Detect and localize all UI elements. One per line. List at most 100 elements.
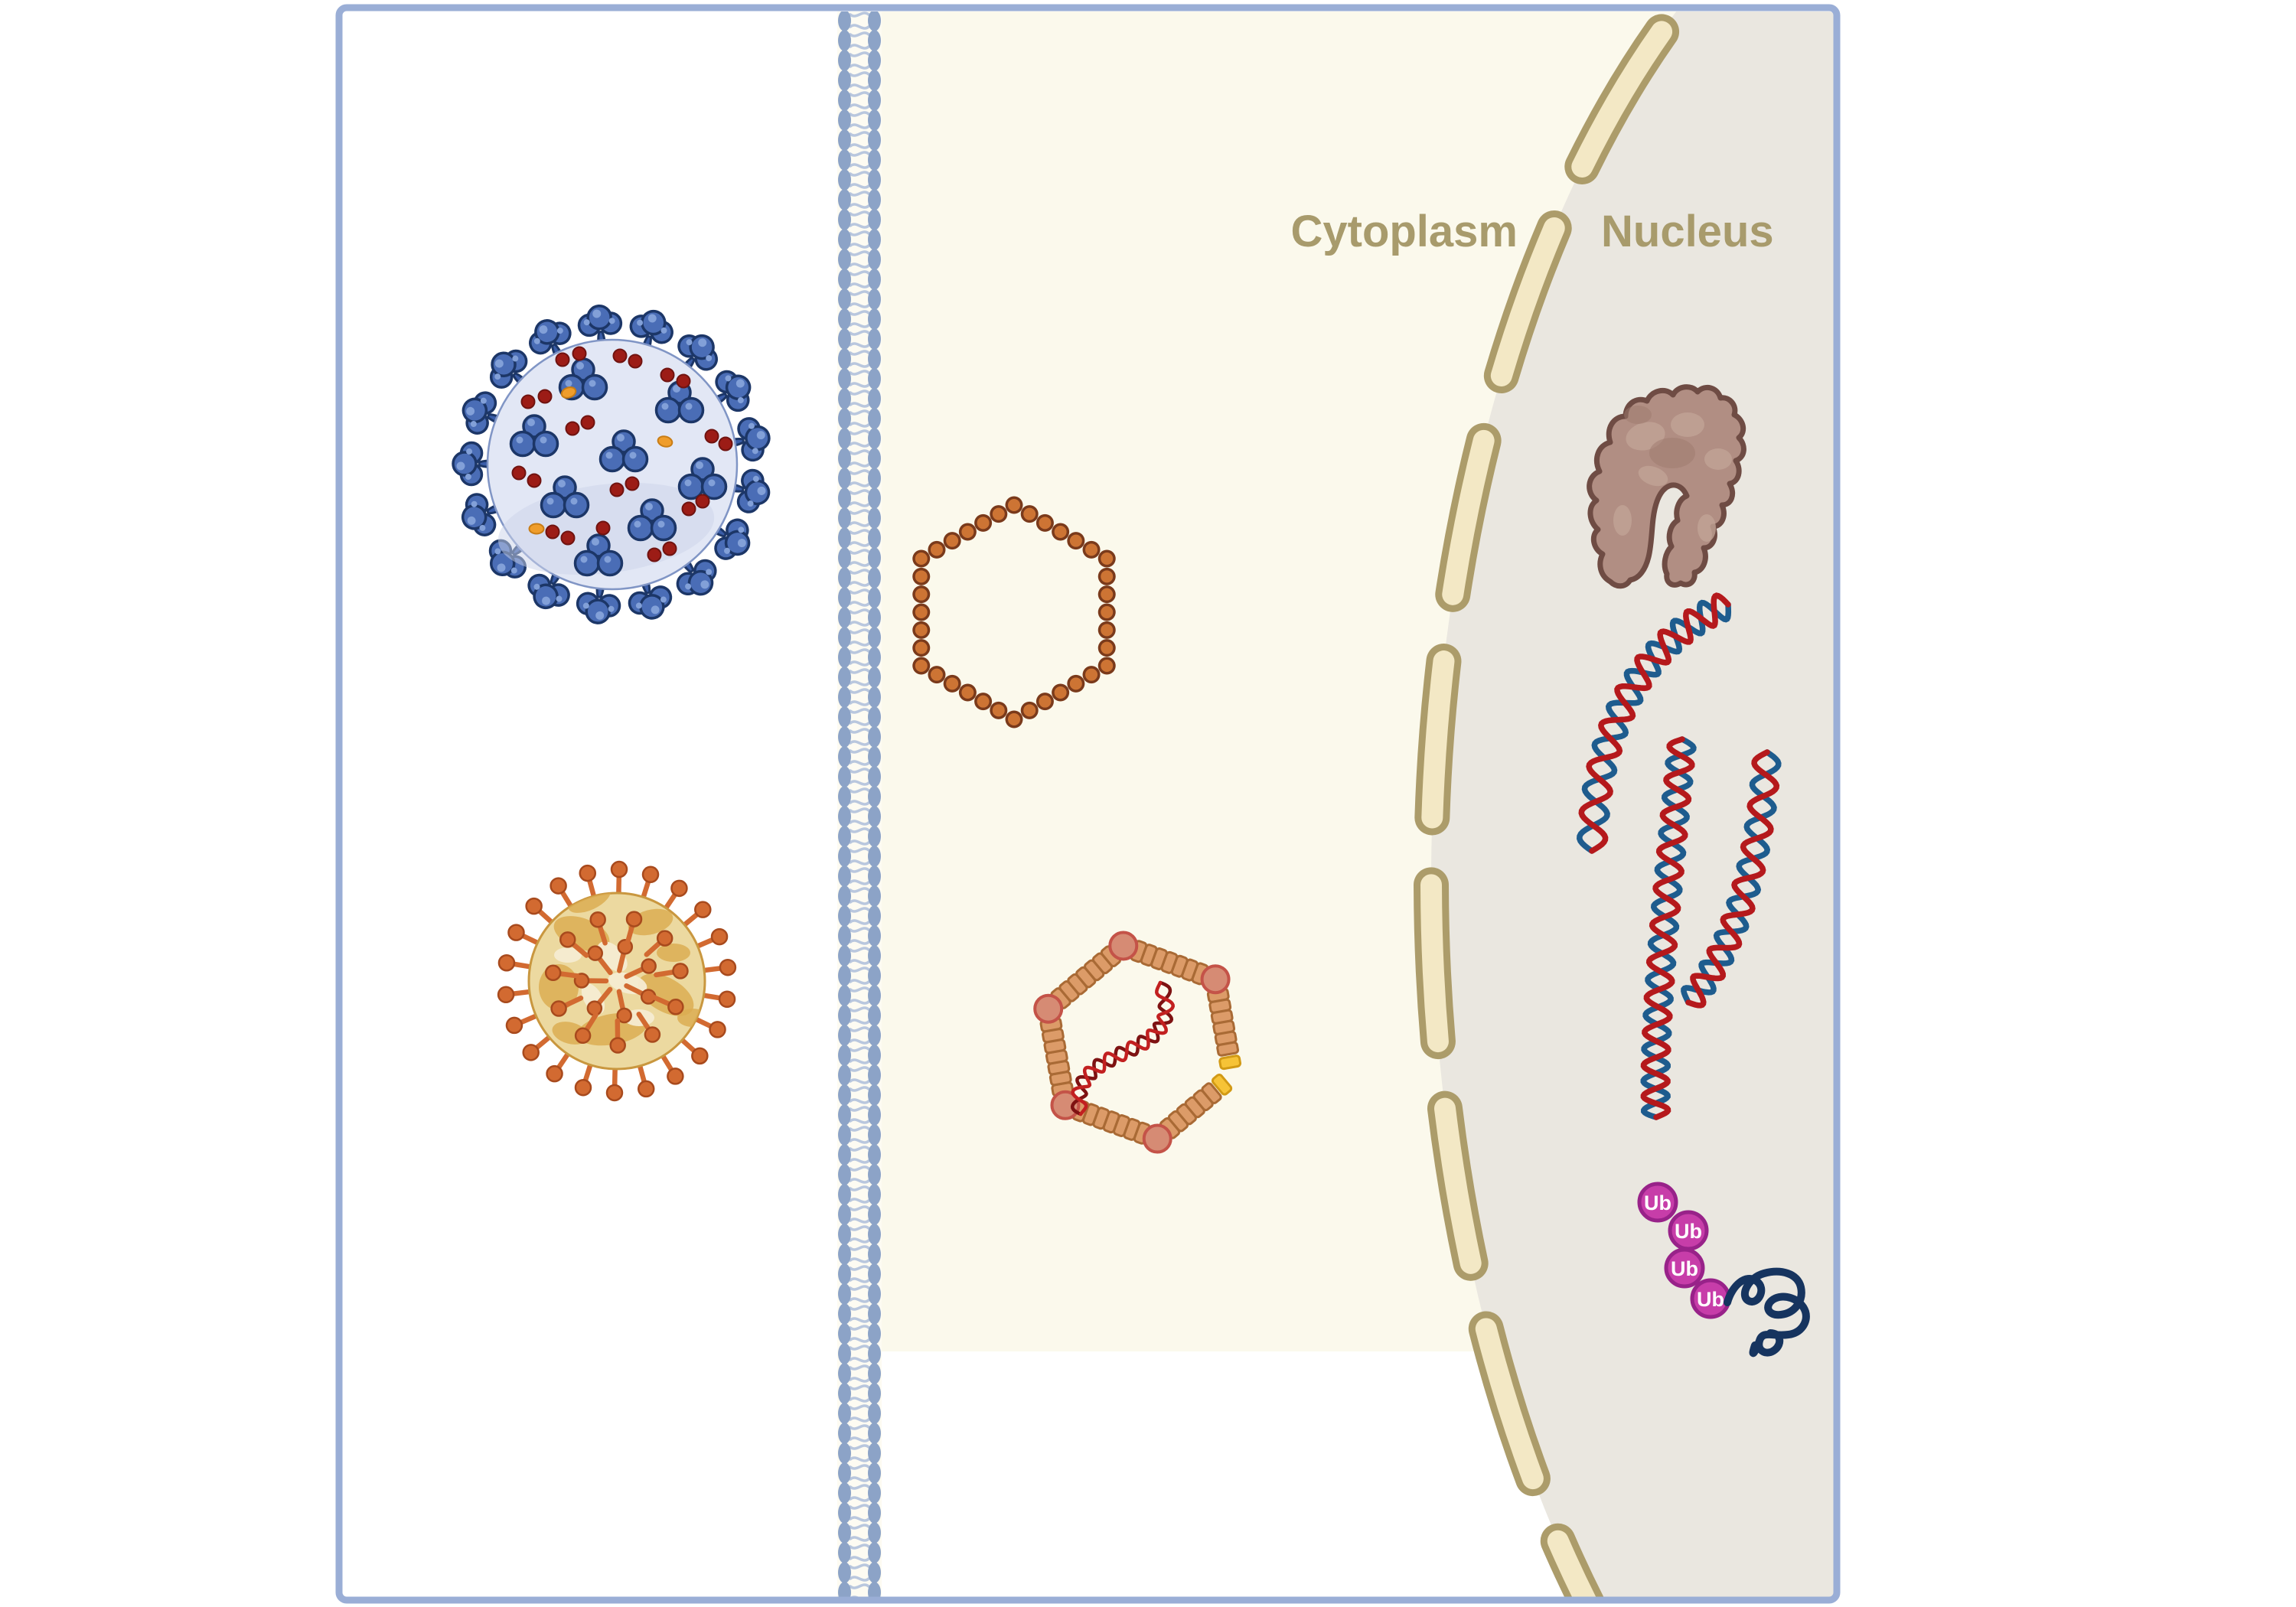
spike-protein-icon (629, 309, 673, 358)
nuclear-envelope-dashes-icon (1414, 11, 1834, 1597)
unfolded-protein-squiggle-icon (1724, 1267, 1810, 1358)
capsid-bead (974, 513, 993, 532)
envelope-protein-dot (572, 346, 587, 361)
nuclear-envelope-fill (1420, 11, 1834, 1597)
envelope-protein-dot (662, 541, 677, 556)
ubiquitin-unit: Ub (1664, 1247, 1705, 1289)
envelope-protein-dot (628, 354, 643, 369)
dna-double-helix-icon (1577, 592, 1732, 854)
capsid-vertex-pentamer (1200, 964, 1231, 995)
spike-protein-icon (628, 571, 673, 620)
ubiquitin-label: Ub (1697, 1288, 1724, 1311)
envelope-protein-dot (511, 465, 527, 481)
capsid-bead (1082, 666, 1101, 684)
capsid-vertex-pentamer (1108, 931, 1139, 961)
enveloped-virion-icon (497, 860, 737, 1102)
capsid-bead (1097, 639, 1116, 657)
spike-protein-icon (452, 441, 501, 487)
spike-protein-icon (721, 468, 771, 513)
capsid-portal-subunit (1211, 1073, 1233, 1096)
spike-protein-icon (706, 370, 752, 412)
capsid-bead (1097, 585, 1116, 604)
spike-protein-top-icon (598, 429, 649, 473)
dna-double-helix-icon (1577, 592, 1782, 1120)
envelope-protein-dot (676, 373, 691, 389)
spike-protein-icon (577, 304, 623, 354)
capsid-bead (990, 505, 1008, 523)
capsid-bead (958, 683, 977, 702)
capsid-bead (1020, 701, 1039, 719)
dna-double-helix-fork-icon (1681, 749, 1782, 1009)
poly-ubiquitin-chain-icon: Ub Ub Ub Ub (1637, 1182, 1810, 1358)
envelope-protein-dot (555, 352, 570, 367)
plasma-membrane-bilayer-icon (837, 11, 882, 1597)
spike-protein-top-icon (627, 498, 677, 542)
ubiquitin-unit: Ub (1637, 1182, 1678, 1223)
capsid-vertex-pentamer (1050, 1090, 1081, 1120)
spike-protein-top-icon (654, 380, 705, 424)
capsid-vertex-pentamer (1033, 993, 1064, 1024)
capsid-bead (1035, 513, 1054, 532)
capsid-bead (912, 549, 931, 568)
capsid-bead (912, 603, 931, 621)
envelope-protein-dot (625, 476, 640, 491)
polymerase-texture (1613, 406, 1732, 542)
envelope-protein-dot (681, 501, 696, 517)
envelope-protein-dot (660, 367, 675, 383)
spike-protein-icon (576, 575, 621, 624)
envelope-protein-dot (527, 473, 542, 488)
capsid-bead (1097, 567, 1116, 585)
ubiquitin-label: Ub (1644, 1191, 1671, 1214)
nucleus-label: Nucleus (1601, 207, 1774, 256)
coronavirus-virion-icon (452, 304, 771, 624)
envelope-protein-dot (609, 482, 625, 497)
capsid-bead (912, 585, 931, 604)
spike-protein-top-icon (509, 414, 559, 458)
capsid-subunit (1216, 1041, 1239, 1057)
envelope-protein-dot (704, 429, 719, 444)
envelope-protein-dot-orange (528, 523, 545, 535)
spike-protein-icon (461, 391, 510, 435)
cytoplasm-label: Cytoplasm (1290, 207, 1518, 256)
capsid-bead (1067, 674, 1085, 693)
envelope-protein-dot (560, 530, 576, 546)
capsid-bead (912, 621, 931, 639)
cell-outline-border (335, 4, 1841, 1604)
capsid-genome-icon (1070, 980, 1175, 1116)
capsid-bead (1097, 603, 1116, 621)
capsid-bead (1052, 683, 1070, 702)
capsid-bead (1097, 549, 1116, 568)
ubiquitin-label: Ub (1671, 1257, 1698, 1280)
envelope-protein-dot-orange (560, 386, 577, 399)
spike-protein-top-icon (540, 475, 590, 519)
capsid-bead (1005, 710, 1023, 729)
envelope-protein-dot (695, 494, 710, 509)
envelope-protein-dot (612, 348, 628, 363)
ubiquitin-circle (1637, 1182, 1678, 1223)
empty-capsid-hexagon-icon (912, 496, 1116, 729)
capsid-bead (1052, 523, 1070, 541)
capsid-bead (912, 657, 931, 675)
envelope-protein-dot-orange (657, 435, 673, 448)
capsid-portal-subunit (1218, 1054, 1242, 1071)
capsid-bead (928, 540, 946, 559)
spike-protein-icon (676, 552, 717, 596)
rna-polymerase-complex-icon (1587, 384, 1746, 589)
cell-interior: Ub Ub Ub Ub Cytoplasm Nucleus (452, 11, 1834, 1597)
spike-protein-top-icon (677, 457, 728, 500)
envelope-protein-dot (520, 394, 536, 409)
dna-double-helix-icon (1640, 736, 1697, 1120)
envelope-protein-dot (718, 436, 733, 451)
spike-protein-top-icon (573, 533, 624, 577)
envelope-protein-dot (580, 415, 595, 430)
capsid-bead (1020, 505, 1039, 523)
envelope-protein-dot (537, 389, 553, 404)
capsid-bead (912, 639, 931, 657)
capsid-bead (1097, 621, 1116, 639)
envelope-protein-dot (545, 524, 560, 539)
capsid-bead (943, 674, 961, 693)
capsid-vertex-pentamer (1142, 1123, 1172, 1154)
capsid-bead (1082, 540, 1101, 559)
ubiquitin-label: Ub (1675, 1220, 1702, 1243)
